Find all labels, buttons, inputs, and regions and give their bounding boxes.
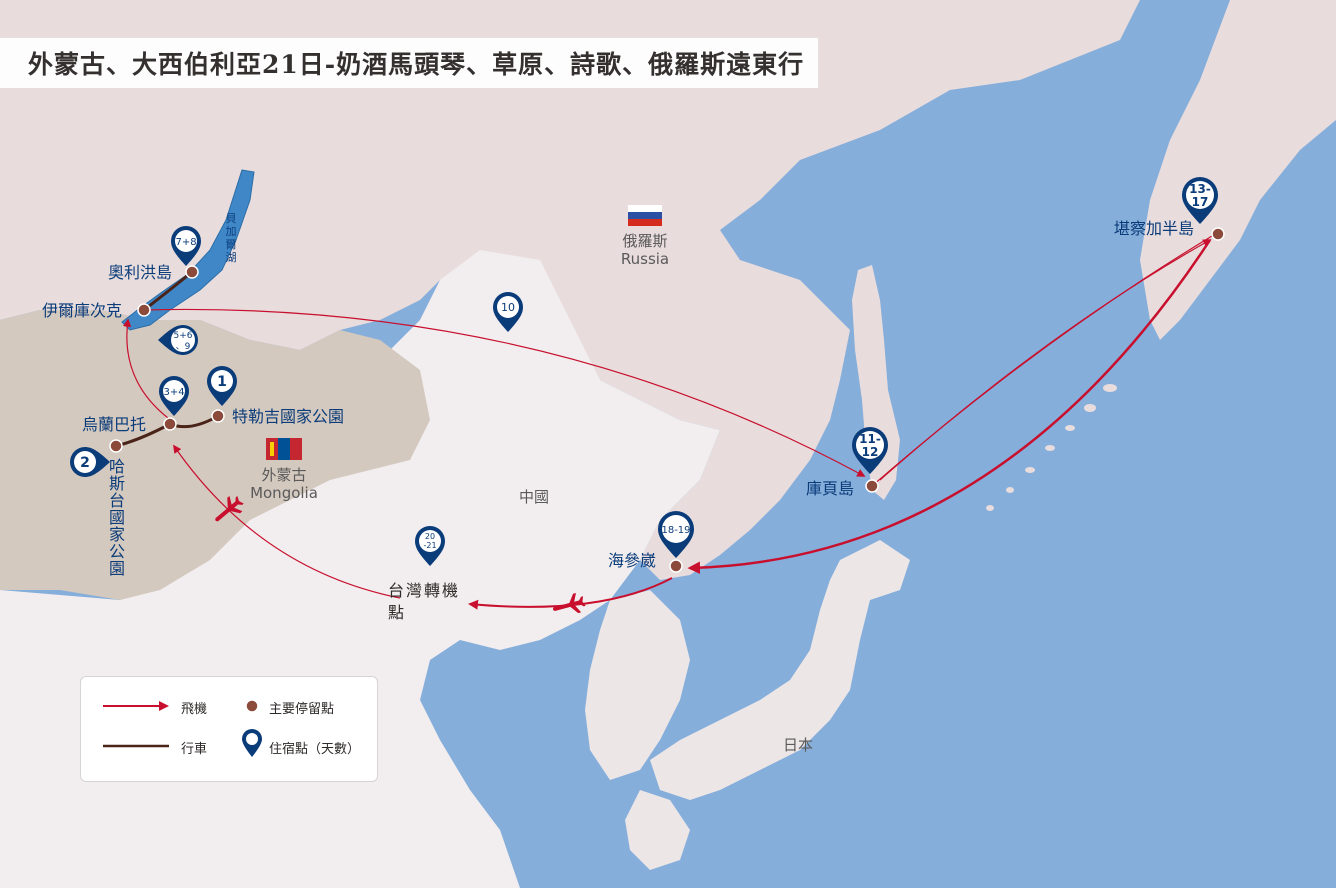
legend-drive-line <box>103 744 169 748</box>
stay-pin-label: 20 <box>425 532 435 541</box>
stay-pins: 1 2 3+4 5+6 、9 7+8 10 <box>70 177 1218 566</box>
korea-land <box>585 590 690 780</box>
stay-pin-13-17: 13- 17 <box>1182 177 1218 224</box>
stay-pin-2: 2 <box>70 447 110 477</box>
stop-hustai <box>109 439 123 453</box>
legend: 飛機 主要停留點 行車 住宿點（天數） <box>80 676 378 782</box>
place-label-hustai: 哈斯台國家公園 <box>108 457 125 578</box>
country-name-zh: 中國 <box>518 488 549 506</box>
place-label-sakhalin: 庫頁島 <box>806 479 855 498</box>
stop-vladivostok <box>669 559 683 573</box>
place-name: 台灣轉機點 <box>388 581 461 622</box>
stay-pin-label: 18-19 <box>661 525 690 536</box>
stay-pin-label: 10 <box>501 301 515 314</box>
stop-markers <box>109 227 1225 573</box>
country-name-zh: 外蒙古 <box>261 466 307 484</box>
stay-pin-20-21: 20 -21 <box>415 526 445 566</box>
japan-land <box>650 540 910 800</box>
country-name-en: Russia <box>620 250 670 268</box>
country-label-china: 中國 <box>512 488 556 506</box>
flight-kamchatka-vladivostok <box>687 239 1212 574</box>
place-label-kamchatka: 堪察加半島 <box>1114 219 1195 238</box>
page-title: 外蒙古、大西伯利亞21日-奶酒馬頭琴、草原、詩歌、俄羅斯遠東行 <box>28 50 805 79</box>
stay-pin-3-4: 3+4 <box>159 376 189 416</box>
stay-pin-label: -21 <box>423 541 436 550</box>
russia-land <box>0 0 1140 580</box>
flight-taiwan-ulaanbaatar <box>173 444 401 599</box>
legend-drive-label: 行車 <box>181 742 208 757</box>
flight-ulaanbaatar-irkutsk <box>122 318 169 419</box>
country-name-zh: 俄羅斯 <box>622 232 668 250</box>
stay-pin-5-6-9: 5+6 、9 <box>158 325 198 355</box>
legend-flight-label: 飛機 <box>181 702 208 717</box>
country-label-japan: 日本 <box>776 736 820 754</box>
place-label-taiwan: 台灣轉機點 <box>388 580 468 624</box>
stop-terelj <box>211 409 225 423</box>
legend-stay-label: 住宿點（天數） <box>269 742 361 757</box>
stay-pin-label: 7+8 <box>175 237 196 248</box>
kyushu-land <box>625 790 690 870</box>
country-name-en: Mongolia <box>250 484 318 502</box>
stop-kamchatka <box>1211 227 1225 241</box>
kamchatka-land <box>1140 0 1336 340</box>
country-label-mongolia: 外蒙古 Mongolia <box>236 466 332 502</box>
stay-pin-18-19: 18-19 <box>658 511 694 558</box>
flight-sakhalin-kamchatka-b <box>879 239 1212 481</box>
stay-pin-label: 13- <box>1189 182 1211 196</box>
stay-pin-label: 1 <box>217 374 227 390</box>
place-label-olkhon: 奧利洪島 <box>108 263 173 282</box>
stop-ulaanbaatar <box>163 417 177 431</box>
stop-olkhon <box>185 265 199 279</box>
stay-pin-label: 5+6 <box>174 331 193 341</box>
stay-pin-label: 3+4 <box>163 387 184 398</box>
place-label-terelj: 特勒吉國家公園 <box>232 407 345 426</box>
stay-pin-label: 11- <box>859 432 881 446</box>
mongolia-land <box>0 310 430 600</box>
title-bar: 外蒙古、大西伯利亞21日-奶酒馬頭琴、草原、詩歌、俄羅斯遠東行 <box>0 38 818 88</box>
flight-routes <box>122 235 1213 610</box>
stay-pin-label: 、9 <box>176 342 191 352</box>
legend-stay-pin-icon <box>242 729 262 757</box>
lake-baikal <box>121 169 255 331</box>
stop-irkutsk <box>137 303 151 317</box>
stay-pin-1: 1 <box>207 366 237 406</box>
flight-irkutsk-sakhalin <box>143 308 866 477</box>
stay-pin-label: 12 <box>862 445 879 459</box>
stay-pin-11-12: 11- 12 <box>852 427 888 474</box>
stay-pin-7-8: 7+8 <box>171 226 201 266</box>
kuril-islands <box>986 384 1117 511</box>
stay-pin-10: 10 <box>493 292 523 332</box>
lake-label: 貝加爾湖 <box>225 212 237 264</box>
country-label-russia: 俄羅斯 Russia <box>612 232 678 268</box>
legend-stop-dot <box>245 699 259 713</box>
stay-pin-label: 2 <box>80 455 90 471</box>
legend-stop-label: 主要停留點 <box>269 702 335 717</box>
mongolia-flag-icon <box>266 438 302 460</box>
stop-sakhalin <box>865 479 879 493</box>
place-label-vladivostok: 海參崴 <box>608 551 657 570</box>
russia-flag-icon <box>628 205 662 226</box>
sakhalin-land <box>852 265 900 500</box>
legend-flight-line <box>103 701 169 711</box>
flight-vladivostok-taiwan <box>468 577 673 610</box>
place-label-ulaanbaatar: 烏蘭巴托 <box>82 415 147 434</box>
country-name-zh: 日本 <box>782 736 813 754</box>
stay-pin-label: 17 <box>1192 195 1209 209</box>
place-label-irkutsk: 伊爾庫次克 <box>42 301 123 320</box>
